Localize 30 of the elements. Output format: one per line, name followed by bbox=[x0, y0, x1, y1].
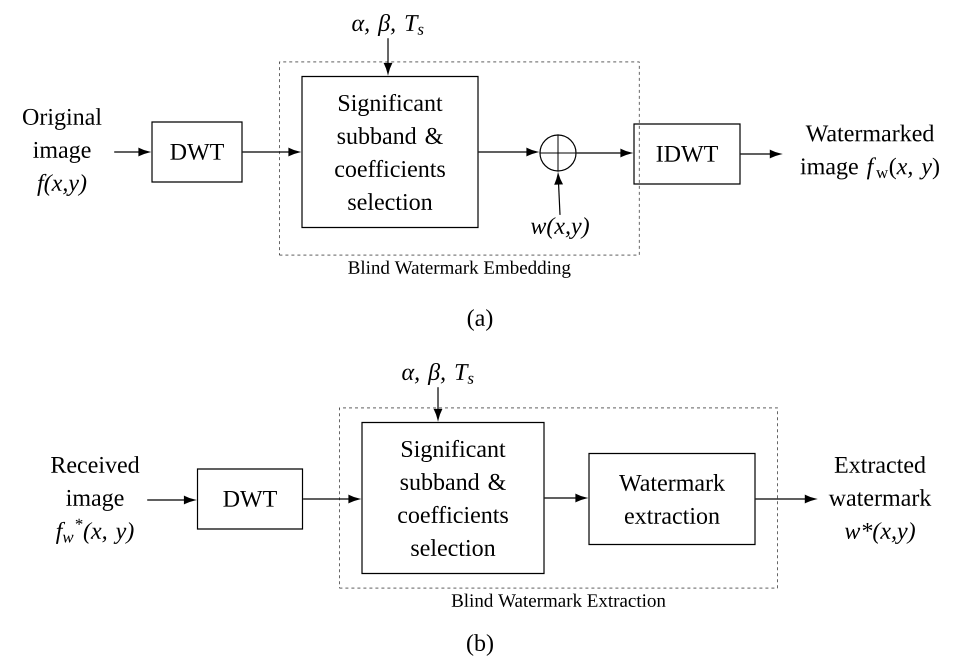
process-box: DWT bbox=[196, 468, 304, 530]
arrow bbox=[242, 148, 300, 156]
arrow bbox=[544, 494, 586, 502]
summing-junction bbox=[538, 134, 578, 172]
caption: (b) bbox=[467, 634, 493, 656]
parameter-label: α, β, T$_{s}$ bbox=[402, 363, 474, 385]
arrow bbox=[114, 148, 150, 156]
process-box: DWT bbox=[151, 121, 243, 183]
input-label: w(x,y) bbox=[530, 217, 589, 239]
input-label: Original image f(x,y) bbox=[23, 108, 102, 196]
arrow bbox=[756, 494, 816, 504]
process-box: Watermark extraction bbox=[588, 452, 756, 546]
process-box: Significant subband & coefficients selection bbox=[301, 76, 479, 228]
node-label: Blind Watermark Embedding bbox=[348, 260, 571, 278]
process-box: Significant subband & coefficients selection bbox=[361, 422, 545, 574]
input-label: Received image f$_{w}$$^{*}$(x, y) bbox=[51, 456, 140, 544]
node-label: Blind Watermark Extraction bbox=[452, 594, 666, 608]
process-box: IDWT bbox=[633, 123, 741, 185]
parameter-label: α, β, T$_{s}$ bbox=[352, 14, 424, 36]
arrow bbox=[434, 387, 442, 420]
arrow bbox=[478, 148, 538, 156]
caption: (a) bbox=[468, 309, 492, 331]
arrow bbox=[554, 174, 563, 215]
arrow bbox=[740, 150, 781, 158]
arrow bbox=[303, 494, 360, 504]
arrow bbox=[576, 148, 632, 158]
arrow bbox=[384, 38, 392, 74]
output-label: Extracted watermark w*(x,y) bbox=[828, 456, 932, 544]
arrow bbox=[147, 496, 195, 504]
output-label: Watermarked image f$_{w}$(x, y) bbox=[800, 124, 939, 180]
